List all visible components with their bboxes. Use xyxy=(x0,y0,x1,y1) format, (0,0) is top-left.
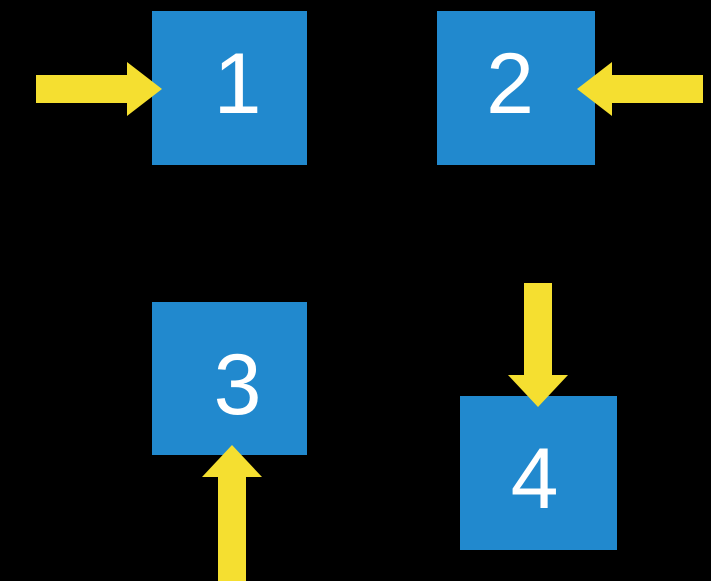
arrow-down-into-node-4 xyxy=(508,283,568,407)
node-1-label: 1 xyxy=(213,36,262,132)
arrow-left-into-node-2 xyxy=(577,62,703,116)
node-3-label: 3 xyxy=(213,336,262,433)
arrow-left-icon xyxy=(577,62,703,116)
arrow-up-into-node-3 xyxy=(202,445,262,581)
arrow-right-icon xyxy=(36,62,162,116)
node-3-box[interactable]: 3 xyxy=(152,302,307,455)
node-1-box[interactable]: 1 xyxy=(152,11,307,165)
node-2-label: 2 xyxy=(486,36,534,132)
arrow-up-icon xyxy=(202,445,262,581)
arrow-right-into-node-1 xyxy=(36,62,162,116)
arrow-down-icon xyxy=(508,283,568,407)
node-4-box[interactable]: 4 xyxy=(460,396,617,550)
node-4-label: 4 xyxy=(510,431,559,527)
node-2-box[interactable]: 2 xyxy=(437,11,595,165)
